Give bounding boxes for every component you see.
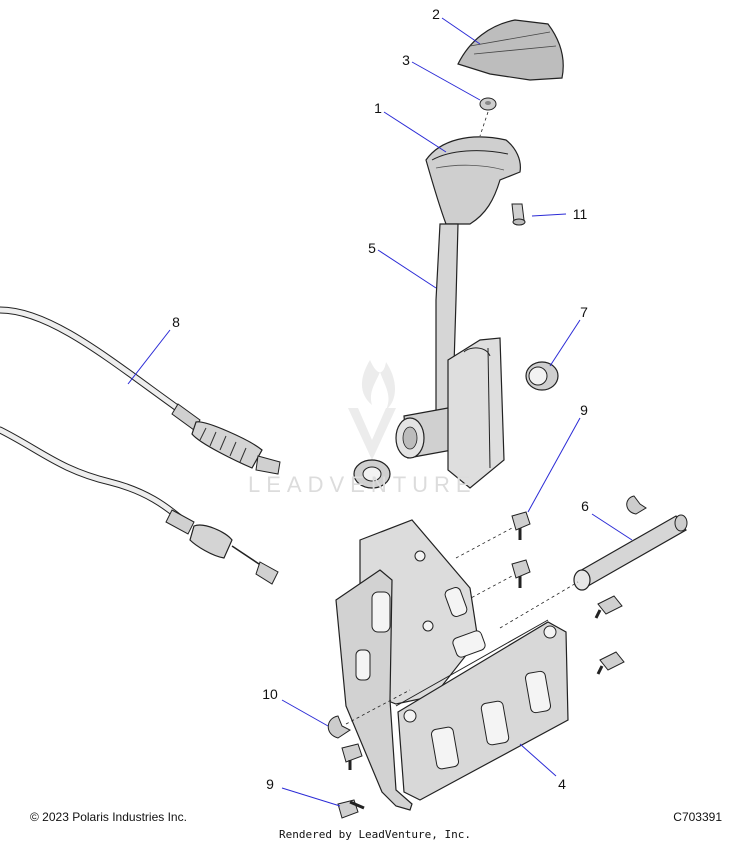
callout-11[interactable]: 11 — [572, 206, 588, 222]
callout-1[interactable]: 1 — [374, 100, 382, 116]
callout-5[interactable]: 5 — [368, 240, 376, 256]
callout-2[interactable]: 2 — [432, 6, 440, 22]
e-clip-part-upper — [626, 495, 647, 515]
shift-cable-lower — [0, 426, 279, 585]
leader-lines — [127, 17, 633, 807]
callout-8[interactable]: 8 — [172, 314, 180, 330]
callout-10[interactable]: 10 — [262, 686, 278, 702]
rendered-by-credit: Rendered by LeadVenture, Inc. — [278, 828, 472, 841]
bushing-part-left — [353, 459, 391, 489]
knob-cover-part — [457, 19, 564, 81]
knob-screw-part — [511, 203, 526, 226]
bolt-part-right-lower — [596, 651, 625, 675]
bolt-part-right-upper — [594, 595, 623, 619]
e-clip-part-lower — [327, 715, 351, 739]
callout-6[interactable]: 6 — [581, 498, 589, 514]
callout-7[interactable]: 7 — [580, 304, 588, 320]
bolt-part-upper — [511, 511, 531, 540]
watermark-text: LEADVENTURE — [248, 472, 477, 497]
shift-lever-part — [395, 223, 505, 489]
watermark-logo — [348, 360, 396, 460]
bolt-part-middle — [511, 559, 531, 588]
shift-knob-part — [425, 136, 521, 225]
callout-9-lower[interactable]: 9 — [266, 776, 274, 792]
callout-9-upper[interactable]: 9 — [580, 402, 588, 418]
bushing-part-right — [525, 361, 559, 391]
copyright-text: © 2023 Polaris Industries Inc. — [30, 810, 187, 824]
bolt-part-left-lower — [341, 743, 363, 770]
bolt-part-bottom — [337, 799, 365, 819]
pivot-pin-part — [573, 514, 688, 591]
push-nut-part — [479, 97, 497, 111]
callout-3[interactable]: 3 — [402, 52, 410, 68]
callout-4[interactable]: 4 — [558, 776, 566, 792]
shifter-bracket-part — [335, 519, 569, 811]
shift-cable-upper — [0, 306, 281, 475]
diagram-code: C703391 — [673, 810, 722, 824]
